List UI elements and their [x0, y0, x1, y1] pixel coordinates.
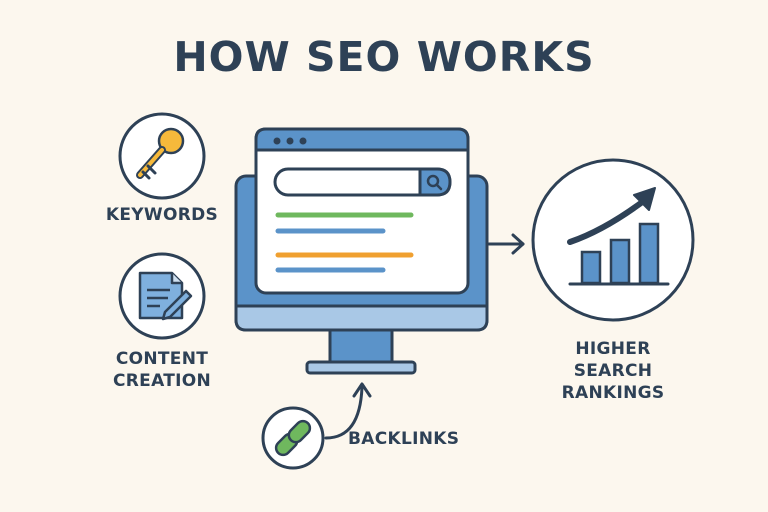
backlinks-label: BACKLINKS	[348, 428, 498, 450]
key-icon	[118, 112, 206, 200]
browser-window	[254, 127, 470, 295]
magnifier-icon	[418, 167, 452, 197]
rising-bar-chart-icon	[531, 158, 695, 322]
page-title: HOW SEO WORKS	[173, 33, 595, 81]
backlinks-text: BACKLINKS	[348, 429, 460, 449]
higher-search-rankings-label: HIGHER SEARCH RANKINGS	[533, 338, 693, 404]
content-line-2: CREATION	[112, 371, 212, 391]
content-creation-label: CONTENT CREATION	[82, 348, 242, 392]
chain-link-icon	[261, 406, 325, 470]
result-line-3: RANKINGS	[561, 383, 665, 403]
keywords-text: KEYWORDS	[105, 205, 219, 225]
curved-arrow-icon	[324, 382, 372, 440]
keywords-label: KEYWORDS	[82, 204, 242, 226]
result-line-1: HIGHER	[575, 339, 651, 359]
arrow-right-icon	[487, 233, 525, 255]
content-line-1: CONTENT	[115, 349, 209, 369]
document-pen-icon	[118, 252, 206, 340]
result-line-2: SEARCH	[573, 361, 653, 381]
